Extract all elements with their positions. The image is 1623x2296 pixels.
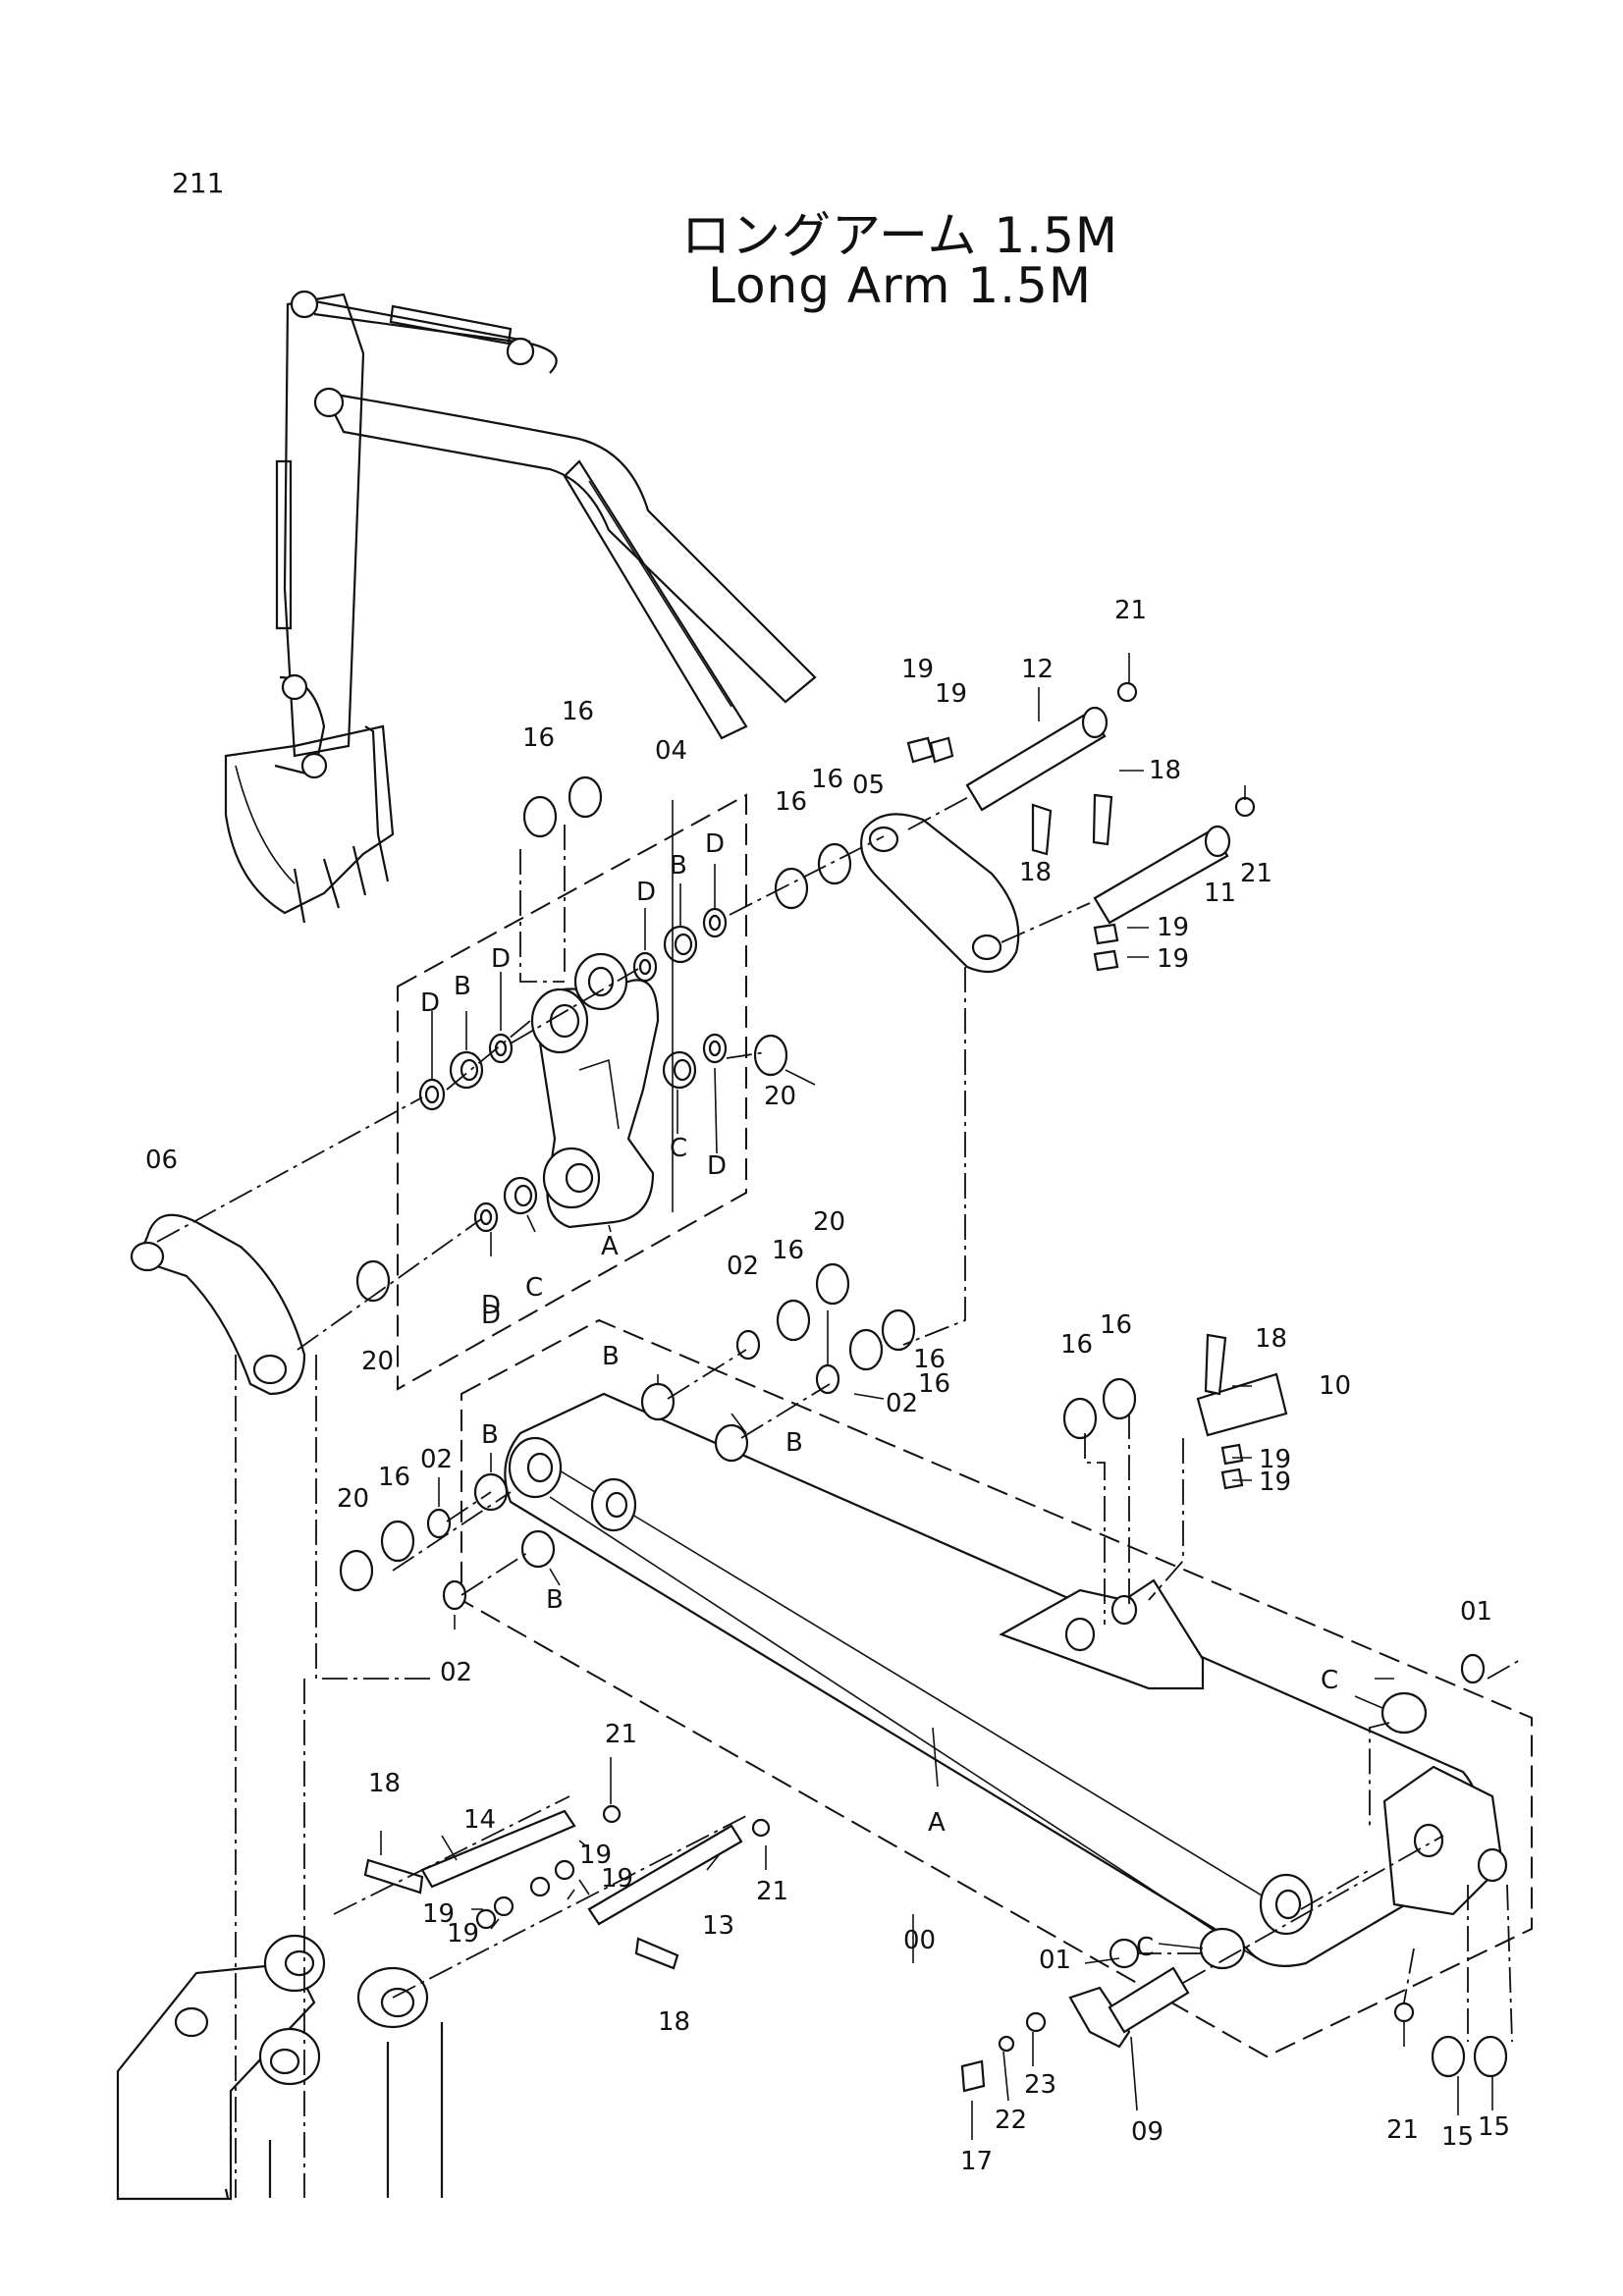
callout-label: B — [454, 972, 471, 1001]
callout-label: D — [481, 1291, 501, 1320]
callout-label: B — [481, 1420, 499, 1450]
callout-label: 16 — [1060, 1330, 1093, 1360]
callout-label: A — [928, 1808, 946, 1838]
callout-label: 19 — [901, 655, 934, 684]
link-06 — [130, 1213, 306, 1396]
callout-label: 19 — [447, 1919, 479, 1949]
callout-label: 20 — [337, 1484, 369, 1514]
callout-label: 04 — [655, 736, 687, 766]
callout-label: 01 — [1460, 1597, 1492, 1627]
callout-label: D — [481, 1301, 501, 1330]
callout-label: 01 — [1039, 1946, 1071, 1975]
callout-label: 00 — [903, 1926, 936, 1955]
callout-label: 16 — [775, 787, 807, 817]
callout-label: 02 — [420, 1445, 453, 1474]
callout-label: 16 — [918, 1369, 950, 1399]
callout-label: B — [602, 1342, 620, 1371]
callout-label: 18 — [368, 1769, 401, 1798]
callout-label: 19 — [1259, 1445, 1291, 1474]
callout-label: 19 — [1157, 913, 1189, 942]
arm-00 — [504, 1392, 1508, 1967]
callout-label: 19 — [1259, 1468, 1291, 1497]
bushings-and-seals-link-group — [355, 775, 852, 1303]
callout-label: B — [670, 851, 687, 881]
callout-label: 19 — [601, 1864, 633, 1894]
pins-top-right — [906, 681, 1256, 972]
callout-label: 21 — [1114, 596, 1147, 625]
callout-label: B — [546, 1585, 564, 1615]
callout-label: 11 — [1204, 879, 1236, 908]
callout-label: 23 — [1024, 2070, 1056, 2100]
callout-label: D — [420, 988, 440, 1018]
callout-label: 21 — [1386, 2115, 1419, 2145]
callout-label: 14 — [463, 1805, 496, 1835]
callout-label: 12 — [1021, 655, 1054, 684]
callout-label: 20 — [813, 1207, 845, 1237]
callout-label: D — [705, 829, 725, 859]
callout-label: 02 — [886, 1389, 918, 1418]
callout-label: 18 — [1019, 858, 1052, 887]
excavator-overview-illustration — [224, 290, 817, 924]
callout-label: 16 — [772, 1236, 804, 1265]
title-japanese: ロングアーム 1.5M — [680, 207, 1119, 264]
bushings-arm-group — [339, 1262, 1508, 2078]
callout-label: 17 — [960, 2147, 993, 2176]
callout-label: 15 — [1441, 2122, 1474, 2152]
callout-label: 09 — [1131, 2117, 1163, 2147]
callout-label: 16 — [1100, 1310, 1132, 1340]
callout-label: 02 — [727, 1252, 759, 1281]
callout-label: 05 — [852, 771, 885, 800]
callout-label: C — [1321, 1666, 1338, 1695]
callout-label: 15 — [1478, 2112, 1510, 2142]
callout-label: 18 — [1149, 756, 1181, 785]
callout-label: 16 — [562, 697, 594, 726]
callout-label: 21 — [1240, 859, 1272, 888]
callout-label: B — [785, 1428, 803, 1458]
link-assembly — [530, 952, 660, 1229]
callout-labels: 21 12 19 19 18 16 16 04 05 16 16 18 21 1… — [145, 596, 1510, 2176]
callout-label: D — [491, 944, 511, 974]
page-number: 211 — [172, 167, 225, 199]
callout-label: 16 — [522, 723, 555, 753]
assembly-center-lines — [156, 794, 1523, 2198]
callout-label: C — [670, 1134, 687, 1163]
bucket-connection — [116, 1934, 444, 2201]
title-english: Long Arm 1.5M — [707, 257, 1093, 314]
leader-lines — [380, 653, 1493, 2140]
callout-label: 19 — [579, 1841, 612, 1870]
callout-label: D — [636, 878, 656, 907]
callout-label: 19 — [1157, 944, 1189, 974]
callout-label: 19 — [422, 1899, 455, 1929]
callout-label: 18 — [1255, 1324, 1287, 1354]
callout-label: 16 — [913, 1345, 946, 1374]
callout-label: 16 — [378, 1463, 410, 1492]
callout-label: 10 — [1319, 1371, 1351, 1401]
callout-label: C — [1136, 1933, 1154, 1962]
callout-label: 18 — [658, 2007, 690, 2037]
callout-label: 22 — [995, 2106, 1027, 2135]
callout-label: 13 — [702, 1911, 734, 1941]
callout-label: 21 — [756, 1877, 788, 1906]
callout-label: 20 — [764, 1082, 796, 1111]
callout-label: 06 — [145, 1146, 178, 1175]
pins-bottom — [363, 1804, 1415, 2093]
callout-label: 20 — [361, 1347, 394, 1376]
callout-label: 16 — [811, 765, 843, 794]
callout-label: D — [707, 1151, 727, 1181]
callout-label: C — [525, 1273, 543, 1303]
callout-label: 19 — [935, 679, 967, 709]
callout-label: 02 — [440, 1658, 472, 1687]
link-05 — [860, 813, 1020, 974]
callout-label: 21 — [605, 1720, 637, 1749]
callout-label: A — [601, 1232, 619, 1261]
